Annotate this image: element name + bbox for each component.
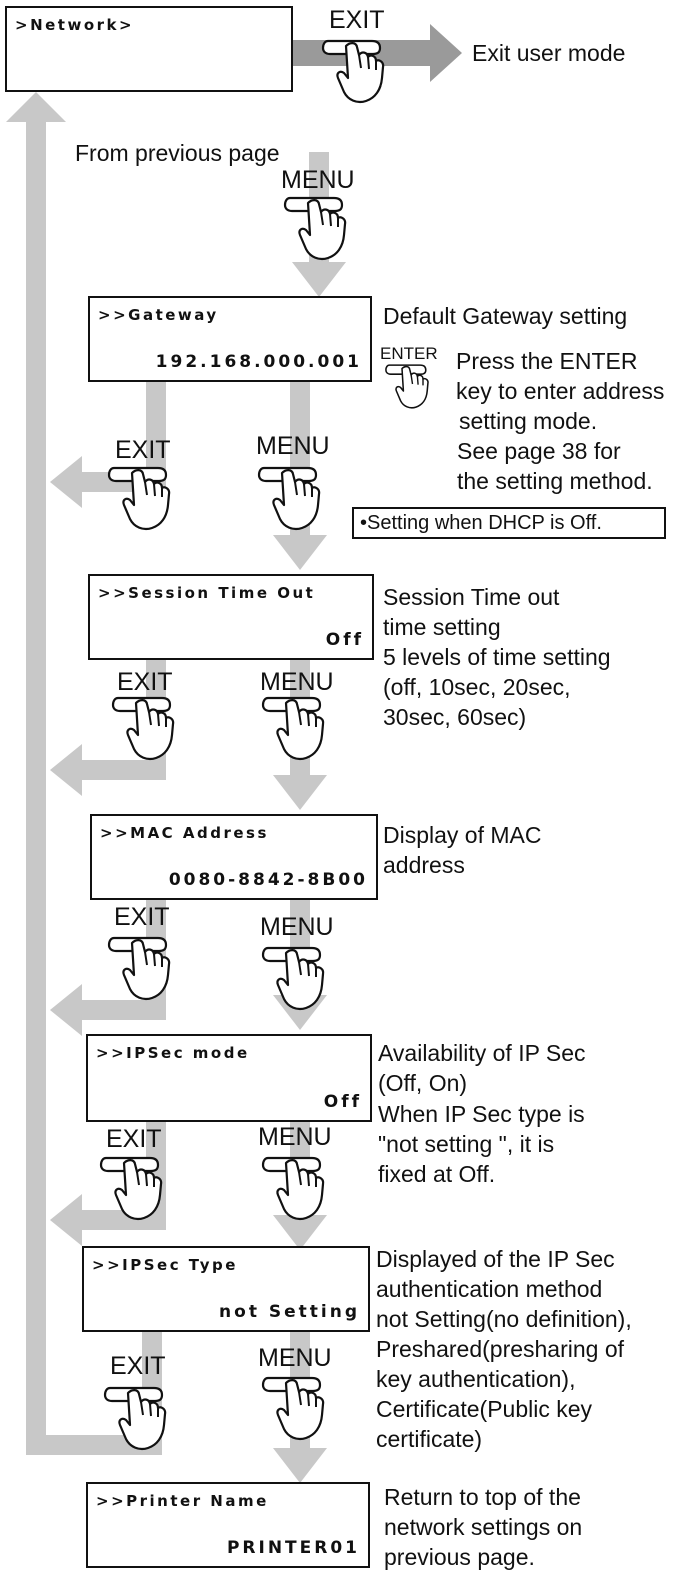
- enter-key-label: ENTER: [380, 344, 438, 363]
- lcd-line1: >>IPSec Type: [92, 1256, 238, 1274]
- lcd-line1: >>Gateway: [98, 306, 219, 324]
- printer-desc-2: network settings on: [384, 1514, 583, 1540]
- mac-lcd: >>MAC Address 0080-8842-8B00: [90, 814, 378, 900]
- session-desc-1: Session Time out: [383, 584, 560, 610]
- from-previous-text: From previous page: [75, 140, 280, 166]
- lcd-line2: 192.168.000.001: [155, 352, 362, 372]
- exit-key-label: EXIT: [115, 436, 171, 464]
- down-arrow-icon: [273, 775, 327, 810]
- pressing-hand-icon: [283, 196, 347, 261]
- ipsec-type-desc-1: Displayed of the IP Sec: [376, 1246, 615, 1272]
- menu-key-label: MENU: [256, 432, 330, 460]
- left-arrow-icon: [50, 984, 82, 1036]
- right-arrow-icon: [430, 24, 462, 82]
- pressing-hand-icon: [107, 466, 171, 531]
- network-lcd: >Network>: [5, 6, 293, 92]
- down-arrow-icon: [273, 1448, 327, 1483]
- lcd-line2: not Setting: [219, 1302, 360, 1322]
- exit-user-mode-text: Exit user mode: [472, 40, 626, 66]
- pressing-hand-icon: [111, 696, 175, 761]
- lcd-line1: >>Session Time Out: [98, 584, 316, 602]
- exit-key-label: EXIT: [114, 903, 170, 931]
- lcd-line1: >>Printer Name: [96, 1492, 269, 1510]
- lcd-line2: 0080-8842-8B00: [168, 870, 368, 890]
- gateway-press-2: key to enter address: [456, 378, 665, 404]
- pressing-hand-icon: [321, 39, 385, 104]
- ipsec-type-desc-3: not Setting(no definition),: [376, 1306, 632, 1332]
- gateway-lcd: >>Gateway 192.168.000.001: [88, 296, 372, 382]
- printer-name-lcd: >>Printer Name PRINTER01: [86, 1482, 370, 1568]
- lcd-line2: PRINTER01: [226, 1538, 360, 1558]
- ipsec-mode-desc-5: fixed at Off.: [378, 1161, 496, 1187]
- menu-key-label: MENU: [260, 913, 334, 941]
- ipsec-type-desc-7: certificate): [376, 1426, 483, 1452]
- pressing-hand-icon: [261, 946, 325, 1011]
- session-desc-4: (off, 10sec, 20sec,: [383, 674, 571, 700]
- pressing-hand-icon: [99, 1156, 163, 1221]
- left-arrow-icon: [50, 1194, 82, 1246]
- ipsec-type-desc-4: Preshared(presharing of: [376, 1336, 625, 1362]
- mac-desc-2: address: [383, 852, 465, 878]
- pressing-hand-icon: [261, 696, 325, 761]
- pressing-hand-icon: [261, 1156, 325, 1221]
- mac-desc-1: Display of MAC: [383, 822, 542, 848]
- down-arrow-icon: [273, 1215, 327, 1250]
- menu-key-label: MENU: [258, 1344, 332, 1372]
- session-lcd: >>Session Time Out Off: [88, 574, 374, 660]
- pressing-hand-icon: [257, 466, 321, 531]
- lcd-line2: Off: [325, 630, 364, 650]
- session-desc-3: 5 levels of time setting: [383, 644, 611, 670]
- ipsec-mode-desc-3: When IP Sec type is: [378, 1101, 585, 1127]
- ipsec-mode-desc-2: (Off, On): [378, 1070, 468, 1096]
- menu-key-label: MENU: [258, 1123, 332, 1151]
- ipsec-type-lcd: >>IPSec Type not Setting: [82, 1246, 370, 1332]
- gateway-desc: Default Gateway setting: [383, 303, 628, 329]
- lcd-line1: >>MAC Address: [100, 824, 269, 842]
- up-arrow-icon: [6, 92, 66, 122]
- lcd-line1: >>IPSec mode: [96, 1044, 250, 1062]
- gateway-press-1: Press the ENTER: [456, 348, 638, 374]
- gateway-press-5: the setting method.: [457, 468, 653, 494]
- ipsec-mode-desc-4: "not setting ", it is: [378, 1131, 555, 1157]
- gateway-press-4: See page 38 for: [457, 438, 621, 464]
- ipsec-type-desc-5: key authentication),: [376, 1366, 576, 1392]
- pressing-hand-icon: [107, 936, 171, 1001]
- printer-desc-1: Return to top of the: [384, 1484, 581, 1510]
- left-arrow-icon: [50, 744, 82, 796]
- exit-key-label: EXIT: [106, 1125, 162, 1153]
- pressing-hand-icon: [385, 364, 429, 409]
- session-desc-2: time setting: [383, 614, 501, 640]
- printer-desc-3: previous page.: [384, 1544, 535, 1570]
- pressing-hand-icon: [261, 1376, 325, 1441]
- lcd-line2: Off: [323, 1092, 362, 1112]
- session-desc-5: 30sec, 60sec): [383, 704, 527, 730]
- left-arrow-icon: [50, 456, 82, 508]
- exit-key-label: EXIT: [110, 1352, 166, 1380]
- menu-key-label: MENU: [281, 166, 355, 194]
- ipsec-mode-desc-1: Availability of IP Sec: [378, 1040, 586, 1066]
- down-arrow-icon: [292, 262, 346, 297]
- exit-key-label: EXIT: [329, 6, 385, 34]
- ipsec-type-desc-2: authentication method: [376, 1276, 603, 1302]
- menu-key-label: MENU: [260, 668, 334, 696]
- dhcp-note: •Setting when DHCP is Off.: [352, 507, 666, 539]
- ipsec-type-desc-6: Certificate(Public key: [376, 1396, 593, 1422]
- lcd-line1: >Network>: [15, 16, 135, 34]
- ipsec-mode-lcd: >>IPSec mode Off: [86, 1034, 372, 1122]
- down-arrow-icon: [273, 535, 327, 570]
- exit-key-label: EXIT: [117, 668, 173, 696]
- gateway-press-3: setting mode.: [459, 408, 598, 434]
